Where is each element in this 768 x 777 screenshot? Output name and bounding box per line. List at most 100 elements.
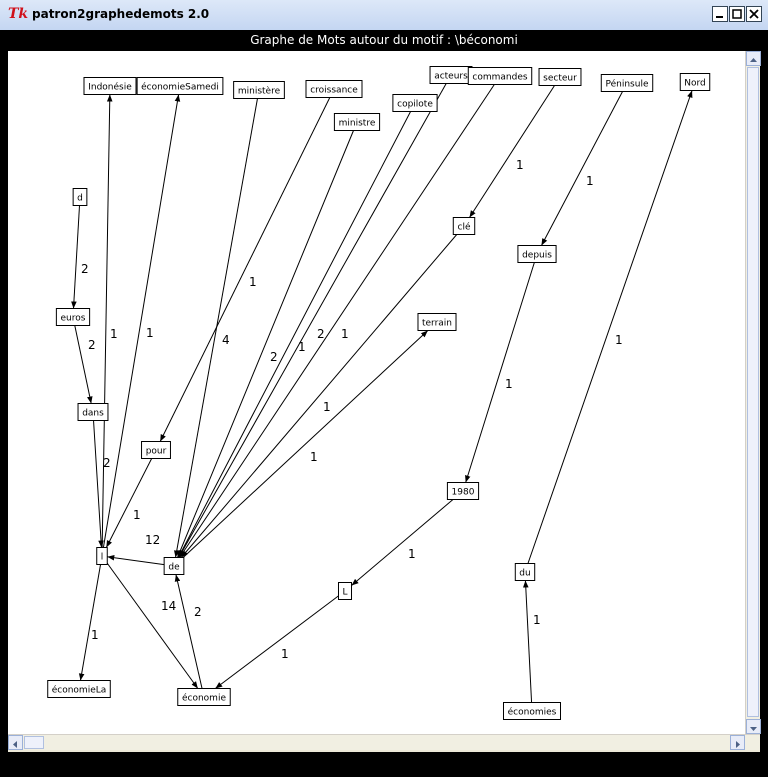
edge-weight-label: 1: [533, 613, 541, 627]
node-label: de: [168, 563, 180, 573]
maximize-icon: [732, 9, 742, 19]
graph-node[interactable]: de: [163, 557, 185, 575]
graph-node[interactable]: acteurs: [429, 66, 473, 84]
node-box: [517, 245, 557, 263]
bottom-bar: [0, 752, 768, 777]
graph-node[interactable]: terrain: [417, 313, 457, 331]
node-box: [502, 702, 562, 720]
node-label: pour: [146, 447, 167, 457]
vertical-scrollbar[interactable]: [745, 51, 761, 734]
node-box: [514, 563, 536, 581]
edge-weight-label: 1: [323, 400, 331, 414]
graph-node[interactable]: Indonésie: [83, 77, 137, 95]
node-box: [96, 547, 108, 565]
graph-node[interactable]: dans: [77, 403, 109, 421]
graph-node[interactable]: L: [337, 582, 353, 600]
graph-edge: [102, 94, 181, 548]
arrow-left-icon: [13, 741, 17, 748]
node-box: [392, 94, 438, 112]
edge-weight-label: 2: [317, 327, 325, 341]
node-box: [538, 68, 582, 86]
graph-edge: [74, 325, 93, 404]
graph-edge: [469, 85, 555, 218]
edge-weight-label: 1: [133, 508, 141, 522]
maximize-button[interactable]: [729, 6, 745, 22]
graph-edge: [93, 420, 104, 548]
node-box: [333, 113, 381, 131]
graph-node[interactable]: pour: [141, 441, 171, 459]
header-bar: [0, 30, 768, 51]
graph-node[interactable]: depuis: [517, 245, 557, 263]
graph-node[interactable]: économie: [177, 688, 231, 706]
minimize-icon: [716, 16, 723, 18]
graph-edge: [105, 458, 153, 548]
node-label: Péninsule: [606, 79, 649, 90]
graph-node[interactable]: ministre: [333, 113, 381, 131]
graph-node[interactable]: d: [72, 188, 88, 206]
graph-node[interactable]: économieSamedi: [136, 77, 224, 95]
window-titlebar[interactable]: Tk patron2graphedemots 2.0: [0, 0, 768, 31]
edge-weight-label: 1: [615, 333, 623, 347]
horizontal-scroll-thumb[interactable]: [24, 736, 44, 749]
graph-node[interactable]: du: [514, 563, 536, 581]
graph-edge: [182, 330, 429, 558]
graph-node[interactable]: économies: [502, 702, 562, 720]
node-box: [452, 217, 476, 235]
graph-edge: [351, 499, 454, 586]
node-label: Nord: [684, 79, 706, 89]
node-label: l: [101, 553, 104, 563]
scroll-right-button[interactable]: [730, 735, 745, 750]
scroll-left-button[interactable]: [8, 735, 23, 750]
node-label: économieLa: [52, 685, 107, 696]
node-label: dans: [82, 409, 104, 419]
node-label: clé: [458, 222, 471, 233]
edge-weight-label: 14: [161, 599, 176, 613]
graph-node[interactable]: euros: [55, 308, 91, 326]
node-box: [233, 81, 285, 99]
graph-node[interactable]: Nord: [679, 73, 711, 91]
close-button[interactable]: [746, 6, 762, 22]
graph-edge: [71, 205, 81, 309]
node-label: commandes: [472, 73, 527, 83]
node-box: [83, 77, 137, 95]
graph-edge: [78, 564, 102, 681]
graph-edge: [107, 554, 165, 566]
edge-weight-label: 1: [146, 326, 154, 340]
edge-weight-label: 1: [505, 377, 513, 391]
node-label: secteur: [543, 74, 577, 84]
node-box: [305, 80, 363, 98]
graph-edge: [159, 97, 331, 442]
node-box: [72, 188, 88, 206]
graph-edge: [541, 91, 623, 246]
node-label: euros: [61, 314, 86, 324]
graph-node[interactable]: copilote: [392, 94, 438, 112]
graph-node[interactable]: économieLa: [47, 680, 111, 698]
horizontal-scrollbar[interactable]: [8, 734, 760, 750]
graph-node[interactable]: l: [96, 547, 108, 565]
graph-edge: [178, 83, 447, 558]
graph-node[interactable]: commandes: [467, 67, 533, 85]
graph-edge: [177, 111, 412, 558]
scroll-up-button[interactable]: [746, 51, 761, 66]
node-box: [177, 688, 231, 706]
graph-node[interactable]: clé: [452, 217, 476, 235]
node-label: d: [77, 194, 83, 204]
window-title: patron2graphedemots 2.0: [32, 7, 210, 21]
node-box: [77, 403, 109, 421]
vertical-scroll-thumb[interactable]: [747, 67, 759, 717]
graph-node[interactable]: secteur: [538, 68, 582, 86]
node-box: [163, 557, 185, 575]
edge-weight-label: 2: [270, 350, 278, 364]
scroll-down-button[interactable]: [746, 719, 761, 734]
minimize-button[interactable]: [712, 6, 728, 22]
graph-node[interactable]: croissance: [305, 80, 363, 98]
graph-node[interactable]: 1980: [446, 482, 480, 500]
node-label: acteurs: [434, 72, 468, 82]
graph-node[interactable]: Péninsule: [600, 74, 654, 92]
tk-feather-icon: Tk: [8, 6, 29, 22]
graph-node[interactable]: ministère: [233, 81, 285, 99]
graph-edge: [465, 262, 535, 483]
node-box: [136, 77, 224, 95]
